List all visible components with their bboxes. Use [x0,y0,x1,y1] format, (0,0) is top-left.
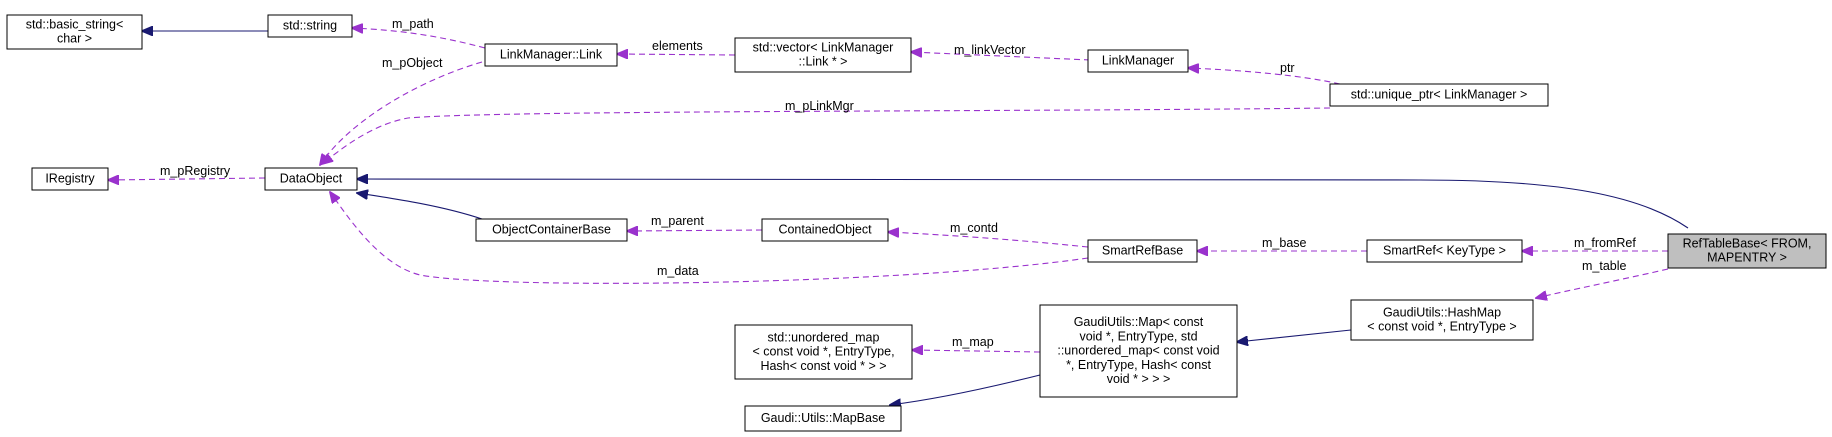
edge-smartrefbase-m-data [330,192,1089,284]
node-dataobject-box [264,167,358,191]
label-ptr: ptr [1280,61,1295,75]
node-smartrefbase-box [1087,239,1198,263]
node-dataobject[interactable]: DataObject [264,167,358,191]
edge-uniqueptr-ptr [1188,68,1341,85]
node-reftablebase[interactable]: RefTableBase< FROM,MAPENTRY > [1667,233,1827,269]
node-contained-object-box [761,218,889,242]
node-std-unordered-map[interactable]: std::unordered_map< const void *, EntryT… [734,324,913,380]
label-m-parent: m_parent [651,214,704,228]
node-reftablebase-box [1667,233,1827,269]
node-gaudiutils-map-label-line: void * > > > [1107,372,1171,386]
edge-map-m-map [912,350,1041,352]
node-std-vector-link-label-line: ::Link * > [799,55,848,69]
edge-map-to-mapbase [890,374,1041,405]
label-m-plinkmgr: m_pLinkMgr [785,99,854,113]
label-m-pobject: m_pObject [382,56,443,70]
edge-smartrefbase-m-contd [888,232,1089,248]
node-reftablebase-label-line: MAPENTRY > [1707,251,1787,265]
edge-ocb-to-dataobject [357,193,483,220]
node-iregistry-box [31,167,109,191]
node-contained-object-label-line: ContainedObject [778,223,872,237]
node-gaudiutils-hashmap-label-line: < const void *, EntryType > [1367,320,1516,334]
edge-link-m-path [352,28,486,49]
label-elements: elements [652,39,703,53]
label-m-fromref: m_fromRef [1574,236,1636,250]
node-iregistry[interactable]: IRegistry [31,167,109,191]
edge-reftablebase-m-table [1536,268,1669,298]
node-gaudiutils-hashmap-box [1350,299,1534,341]
node-std-unordered-map-box [734,324,913,380]
label-m-map: m_map [952,335,994,349]
node-smartref-keytype-label-line: SmartRef< KeyType > [1383,244,1506,258]
node-std-basic-string-box [6,14,143,50]
node-linkmanager-link[interactable]: LinkManager::Link [484,43,618,67]
node-dataobject-label-line: DataObject [280,172,343,186]
node-std-string-box [267,14,353,38]
label-m-table: m_table [1582,259,1627,273]
node-iregistry-label-line: IRegistry [45,172,95,186]
edge-vector-elements [617,54,736,55]
node-std-unique-ptr-box [1329,83,1549,107]
node-std-basic-string-label-line: char > [57,32,92,46]
node-linkmanager-link-box [484,43,618,67]
label-m-contd: m_contd [950,221,998,235]
node-smartrefbase-label-line: SmartRefBase [1102,244,1183,258]
node-smartref-keytype[interactable]: SmartRef< KeyType > [1366,239,1523,263]
node-std-unique-ptr-label-line: std::unique_ptr< LinkManager > [1351,88,1528,102]
node-contained-object[interactable]: ContainedObject [761,218,889,242]
node-smartref-keytype-box [1366,239,1523,263]
edge-reftablebase-to-dataobject [357,179,1689,229]
node-std-vector-link-box [734,37,912,73]
label-m-base: m_base [1262,236,1307,250]
node-gaudiutils-hashmap-label-line: GaudiUtils::HashMap [1383,306,1501,320]
node-gaudi-utils-mapbase[interactable]: Gaudi::Utils::MapBase [744,405,902,432]
node-std-vector-link-label-line: std::vector< LinkManager [753,41,894,55]
node-std-string-label-line: std::string [283,19,337,33]
node-object-container-base-box [475,218,628,242]
node-gaudi-utils-mapbase-label-line: Gaudi::Utils::MapBase [761,411,885,425]
label-m-pregistry: m_pRegistry [160,164,231,178]
node-linkmanager-label-line: LinkManager [1102,54,1174,68]
label-m-path: m_path [392,17,434,31]
node-linkmanager-box [1087,49,1189,73]
node-std-unique-ptr[interactable]: std::unique_ptr< LinkManager > [1329,83,1549,107]
node-object-container-base-label-line: ObjectContainerBase [492,223,611,237]
edge-hashmap-to-map [1237,329,1352,342]
node-std-basic-string-label-line: std::basic_string< [26,18,124,32]
node-object-container-base[interactable]: ObjectContainerBase [475,218,628,242]
node-gaudiutils-map-label-line: ::unordered_map< const void [1057,344,1219,358]
edge-link-m-pobject [320,61,483,165]
node-gaudiutils-map-box [1039,304,1238,398]
node-gaudiutils-hashmap[interactable]: GaudiUtils::HashMap< const void *, Entry… [1350,299,1534,341]
edge-contained-m-parent [627,230,763,231]
label-m-linkvector: m_linkVector [954,43,1026,57]
node-gaudiutils-map-label-line: GaudiUtils::Map< const [1074,315,1204,329]
node-reftablebase-label-line: RefTableBase< FROM, [1683,237,1812,251]
node-std-unordered-map-label-line: std::unordered_map [768,330,880,344]
node-std-string[interactable]: std::string [267,14,353,38]
node-std-vector-link[interactable]: std::vector< LinkManager::Link * > [734,37,912,73]
node-std-unordered-map-label-line: Hash< const void * > > [760,359,886,373]
node-linkmanager[interactable]: LinkManager [1087,49,1189,73]
edge-uniqueptr-m-plinkmgr [322,107,1331,164]
node-gaudiutils-map-label-line: void *, EntryType, std [1079,329,1197,343]
node-gaudiutils-map-label-line: *, EntryType, Hash< const [1066,358,1211,372]
node-smartrefbase[interactable]: SmartRefBase [1087,239,1198,263]
node-gaudi-utils-mapbase-box [744,405,902,432]
label-m-data: m_data [657,264,699,278]
node-std-basic-string[interactable]: std::basic_string<char > [6,14,143,50]
node-std-unordered-map-label-line: < const void *, EntryType, [752,345,894,359]
edge-iregistry-m-pregistry [108,178,266,180]
node-linkmanager-link-label-line: LinkManager::Link [500,48,603,62]
